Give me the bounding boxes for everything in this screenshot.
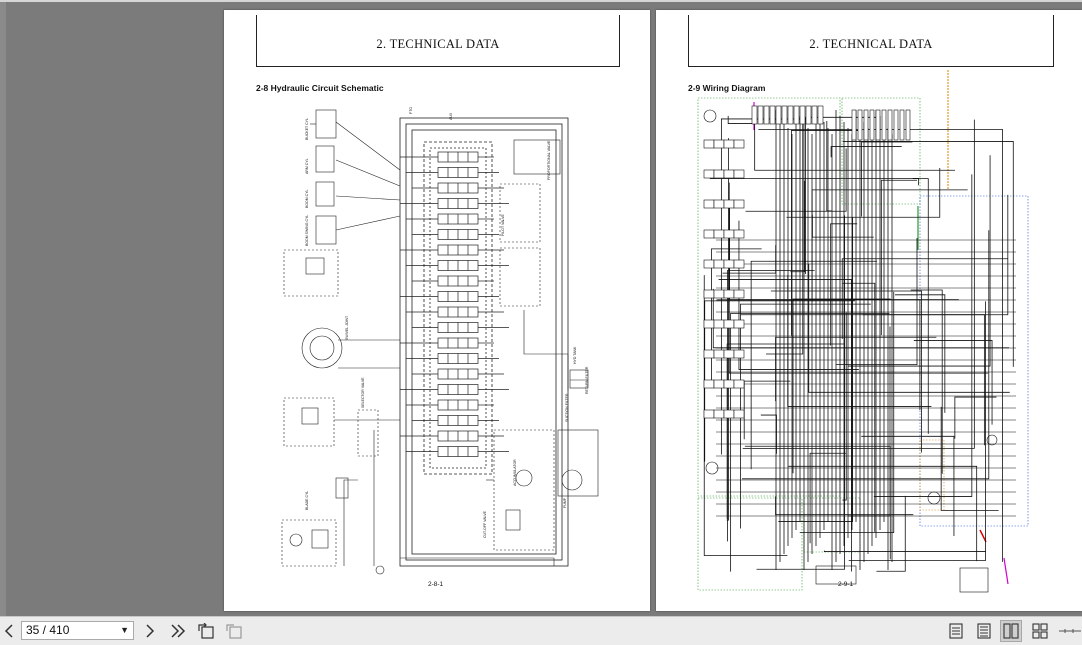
page-left-hydraulic: 2. TECHNICAL DATA 2-8 Hydraulic Circuit … [224,10,650,611]
viewer-toolbar: 35 / 410 ▼ [0,616,1082,645]
hydraulic-circuit-schematic: BUCKET CYL ARM CYL BOOM CYL BOOM SWING C… [281,107,599,575]
label-cut-off-valve: CUT-OFF VALVE [483,510,487,538]
label-selector-valve: SELECTOR VALVE [361,377,365,408]
figure-label-wiring: 2-9-1 [838,581,854,588]
viewport-left-edge [0,2,6,616]
label-swivel-joint: SWIVEL JOINT [345,315,349,340]
single-page-view-icon[interactable] [945,620,967,642]
label-proportional-valve: PROPORTIONAL VALVE [547,140,551,180]
two-page-continuous-view-icon[interactable] [1029,620,1051,642]
section-title-hydraulic: 2-8 Hydraulic Circuit Schematic [256,83,384,93]
document-viewport[interactable]: 2. TECHNICAL DATA 2-8 Hydraulic Circuit … [0,2,1082,616]
continuous-view-icon[interactable] [973,620,995,642]
label-suction-filter: SUCTION FILTER [565,393,569,422]
last-page-icon[interactable] [167,620,189,642]
label-blade-cyl: BLADE CYL [305,491,309,510]
page-header-title: 2. TECHNICAL DATA [376,37,500,51]
two-page-view-icon[interactable] [1000,620,1022,642]
label-pilot-valve: PILOT VALVE [501,214,505,236]
page-header-box: 2. TECHNICAL DATA [256,15,620,67]
figure-label-hydraulic: 2-8-1 [428,581,444,588]
next-page-icon[interactable] [139,620,161,642]
label-boom-cyl: BOOM CYL [305,189,309,208]
wiring-diagram [697,70,1029,593]
label-arm-cyl: ARM CYL [305,158,309,174]
label-hyd-tank: HYD TANK [573,346,577,364]
section-title-wiring: 2-9 Wiring Diagram [688,83,766,93]
label-return-filter: RETURN FILTER [585,366,589,394]
page-header-box: 2. TECHNICAL DATA [688,15,1054,67]
chevron-down-icon: ▼ [120,625,129,635]
zoom-slider[interactable] [1058,620,1082,642]
prev-page-icon[interactable] [0,620,18,642]
label-pump: PUMP [563,497,567,508]
page-right-wiring: 2. TECHNICAL DATA 2-9 Wiring Diagram [656,10,1082,611]
label-boom-swing-cyl: BOOM SWING CYL [305,215,309,246]
label-accumulator: ACCUMULATOR [513,459,517,486]
page-indicator: 35 / 410 [26,623,70,637]
page-header-title: 2. TECHNICAL DATA [809,37,933,51]
page-number-select[interactable]: 35 / 410 ▼ [21,621,134,640]
rotate-icon[interactable] [195,620,217,642]
label-bucket-cyl: BUCKET CYL [305,118,309,140]
window-top-edge [0,0,1082,2]
label-aux: AUX [449,112,453,120]
label-pto: PTO [409,107,413,114]
fit-icon[interactable] [223,620,245,642]
